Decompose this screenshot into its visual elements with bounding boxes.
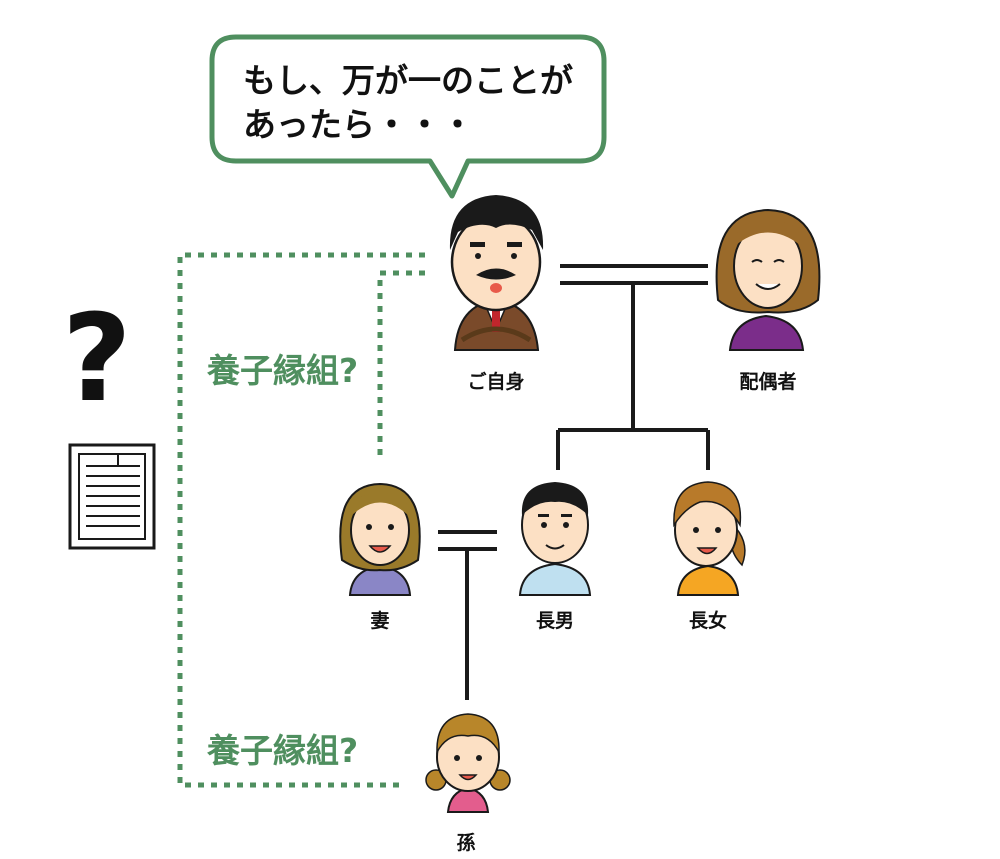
label-eldest-son: 長男 (536, 610, 574, 632)
girl-icon (425, 713, 511, 813)
adoption-label-grandchild: 養子縁組? (206, 731, 358, 770)
speech-bubble-line1: もし、万が一のことが (243, 61, 573, 100)
family-lines (438, 264, 710, 700)
question-mark: ? (62, 290, 132, 429)
label-eldest-daughter: 長女 (689, 609, 727, 632)
elderly-woman-icon (715, 208, 821, 351)
adoption-line-wife (377, 270, 425, 462)
label-wife: 妻 (370, 609, 389, 632)
adoption-dotted-lines (177, 252, 425, 788)
speech-bubble-line2: あったら・・・ (243, 105, 474, 144)
speech-bubble: もし、万が一のことが あったら・・・ (209, 34, 607, 199)
label-grandchild: 孫 (456, 831, 475, 854)
label-spouse: 配偶者 (739, 370, 796, 393)
woman-icon (339, 482, 421, 596)
young-woman-icon (673, 481, 746, 596)
adoption-line-grandchild (177, 252, 425, 788)
will-document-icon (68, 443, 156, 550)
label-self: ご自身 (467, 370, 524, 393)
adoption-label-wife: 養子縁組? (206, 351, 358, 390)
young-man-icon (518, 482, 592, 596)
man-with-mustache-icon (449, 195, 544, 351)
